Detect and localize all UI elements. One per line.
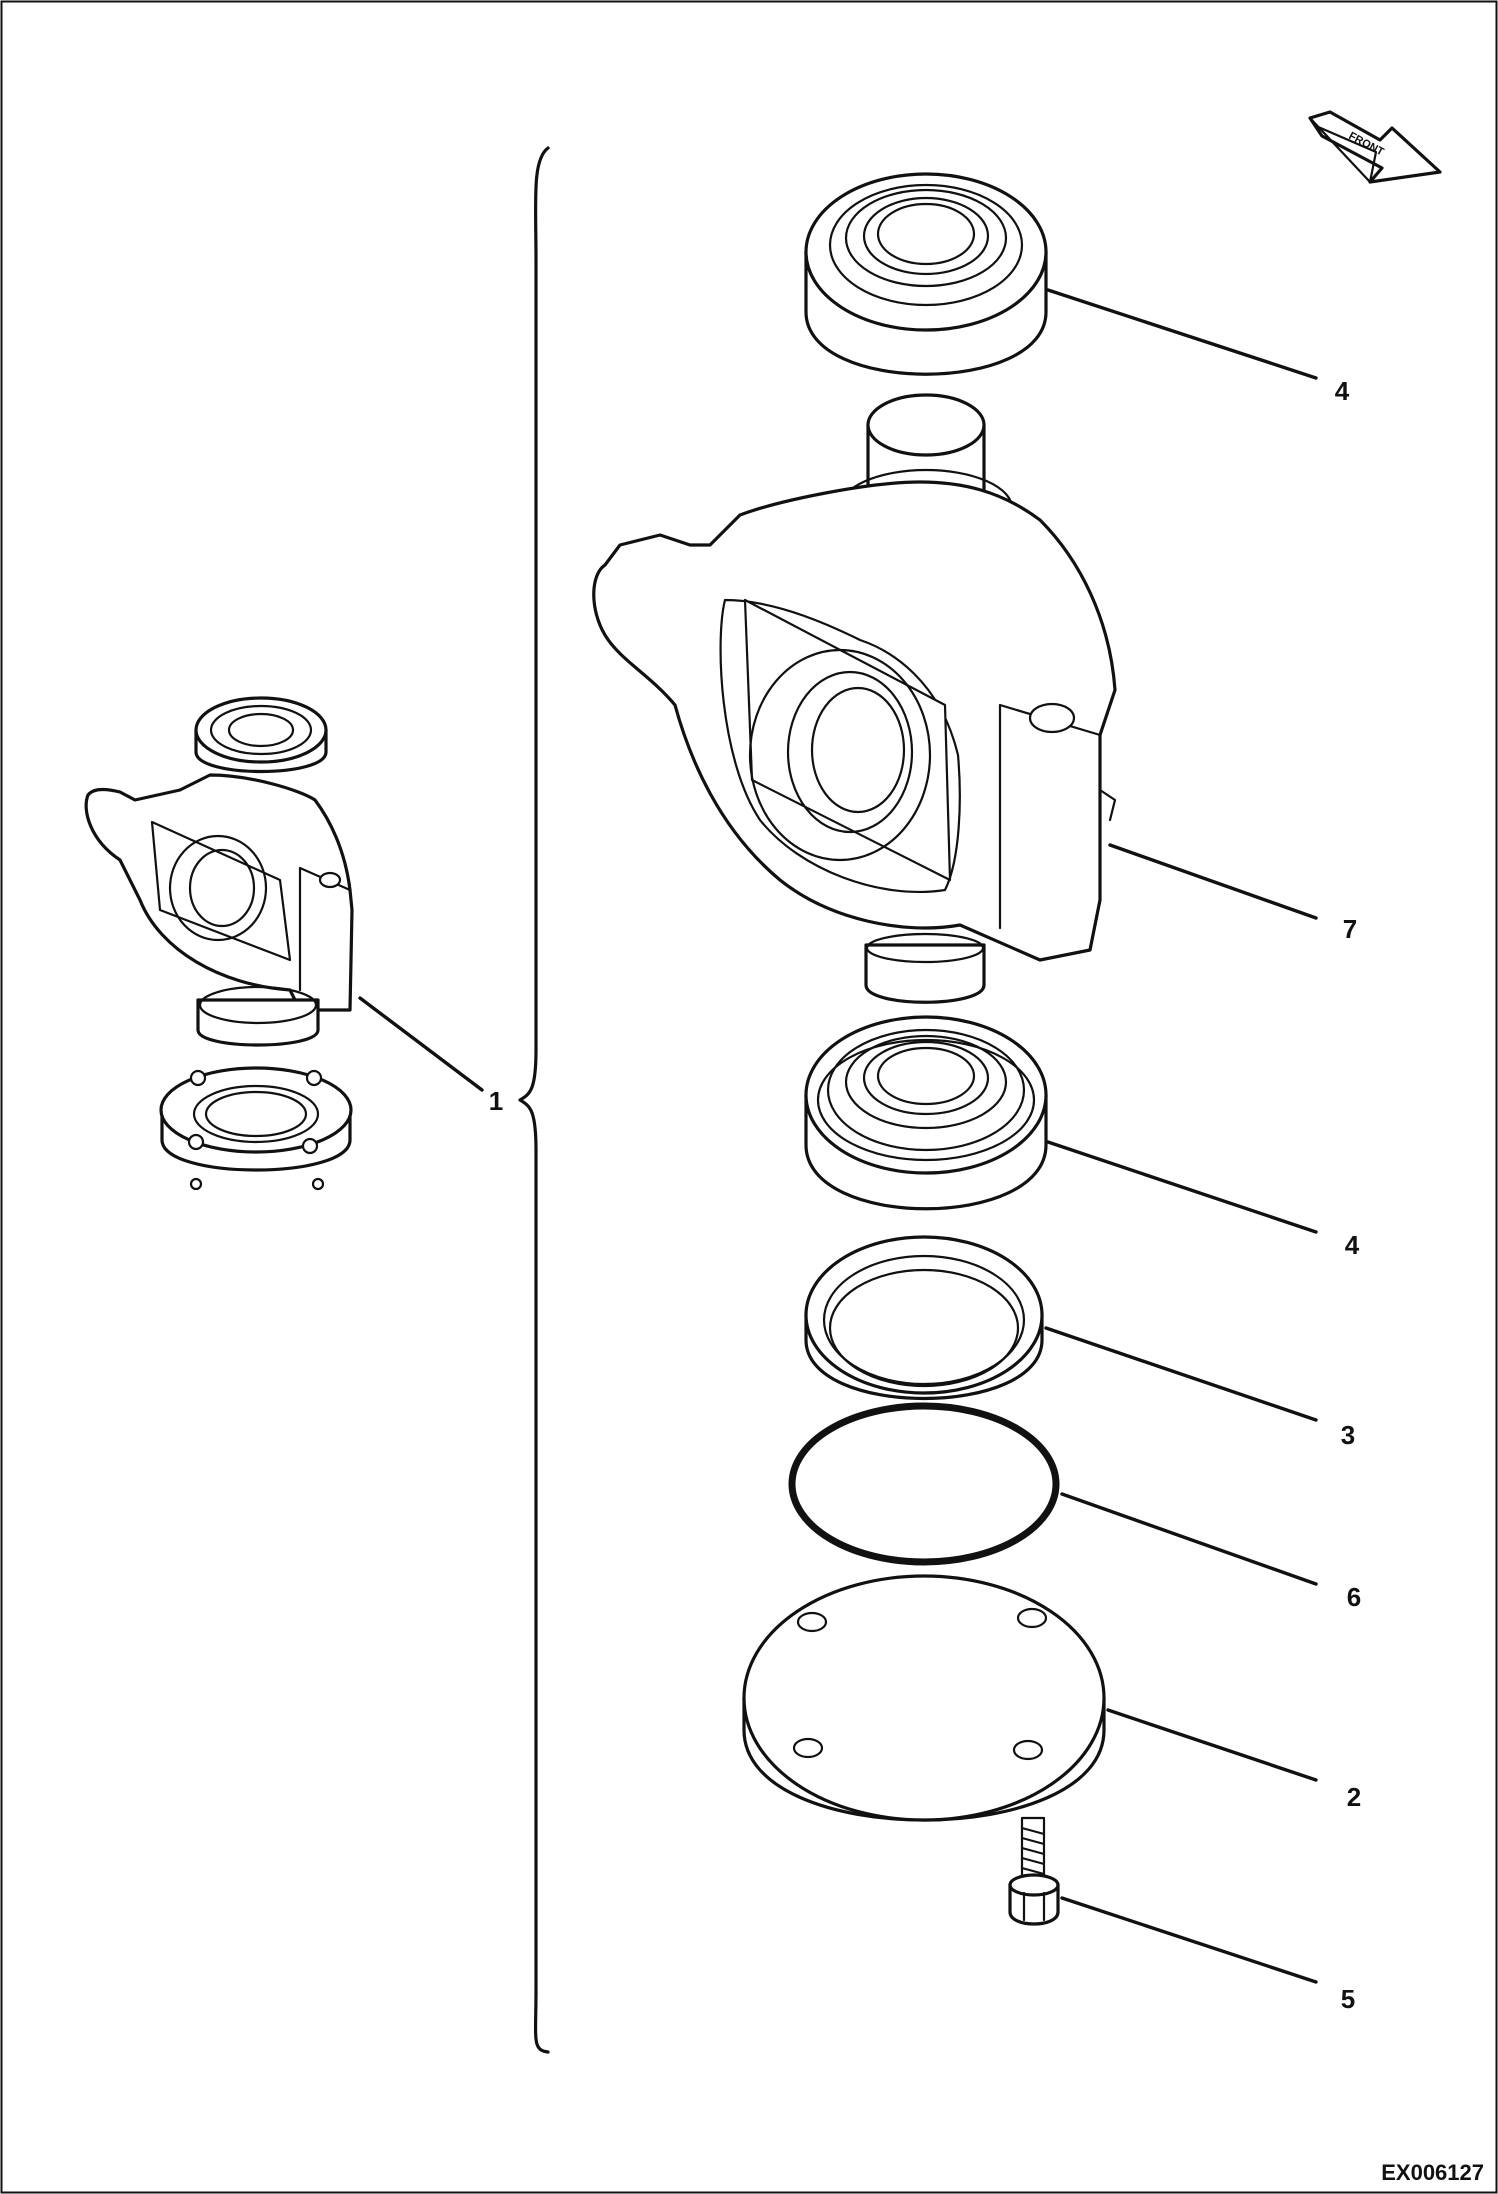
callout-4-lower: 4 [1345, 1230, 1360, 1260]
callout-2: 2 [1347, 1782, 1361, 1812]
cover-plate [742, 1574, 1106, 1822]
callout-6: 6 [1347, 1582, 1361, 1612]
assembled-unit [84, 696, 354, 1191]
lower-bearing [804, 1015, 1048, 1211]
seal-ring [804, 1235, 1044, 1401]
callout-4-upper: 4 [1335, 376, 1350, 406]
leader-lines [358, 288, 1318, 1984]
callout-7: 7 [1343, 914, 1357, 944]
callout-5: 5 [1341, 1984, 1355, 2014]
callout-3: 3 [1341, 1420, 1355, 1450]
callout-1: 1 [489, 1086, 503, 1116]
assembly-brace [518, 146, 550, 2054]
housing [592, 393, 1117, 1004]
cap-screw [1008, 1816, 1060, 1926]
drawing-code: EX006127 [1381, 2160, 1484, 2185]
o-ring [788, 1402, 1060, 1566]
upper-bearing [804, 172, 1048, 376]
front-arrow-icon: FRONT [1308, 110, 1442, 184]
